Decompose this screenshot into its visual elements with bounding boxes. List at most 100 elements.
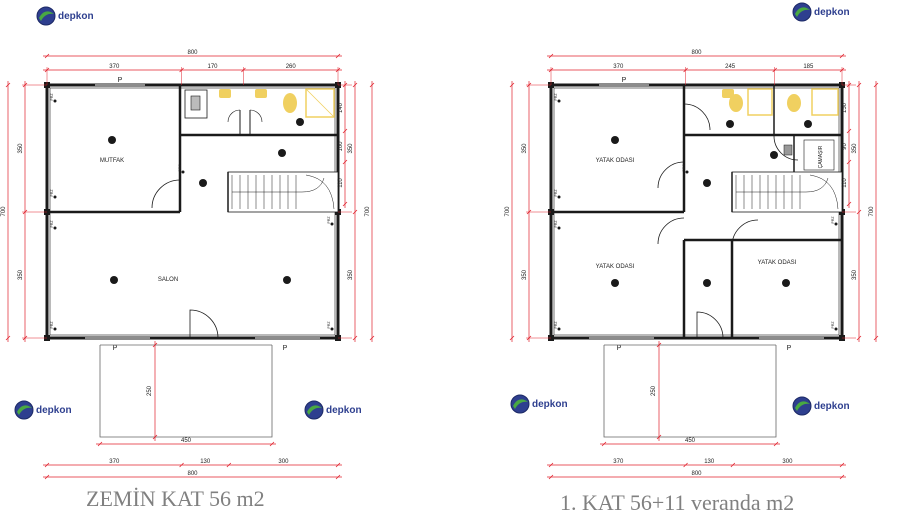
dimension-tick [352, 209, 358, 215]
depkon-globe-icon [304, 400, 324, 420]
ceiling-light [611, 279, 619, 287]
dimension-label: 300 [782, 459, 793, 465]
depkon-logo: depkon [14, 400, 72, 420]
dimension-tick [683, 462, 688, 468]
socket-symbol [53, 327, 57, 331]
first-floor-title: 1. KAT 56+11 veranda m2 [560, 490, 795, 515]
dimension-label: 250 [651, 385, 657, 396]
veranda-outline [603, 345, 777, 438]
depkon-logo-text: depkon [36, 404, 72, 416]
dimension-tick [601, 441, 607, 447]
room-label: ÇAMAŞIR [818, 145, 824, 168]
dimension-tick [509, 335, 515, 341]
depkon-globe-icon [510, 394, 530, 414]
dimension-tick [548, 474, 554, 480]
dimension-tick [97, 441, 103, 447]
dimension-tick [839, 462, 845, 468]
socket-symbol [834, 222, 838, 226]
socket-symbol [53, 99, 57, 103]
socket-label: PRZ [50, 189, 54, 197]
socket-symbol [330, 327, 334, 331]
dimension-label: 450 [181, 438, 192, 444]
dimension-tick [369, 82, 375, 88]
ceiling-light [296, 118, 304, 126]
ceiling-light [199, 179, 207, 187]
dimension-tick [548, 462, 554, 468]
switch-label: P [113, 345, 118, 352]
dimension-label: 800 [187, 50, 198, 56]
dimension-tick [856, 335, 862, 341]
socket-symbol [330, 222, 334, 226]
dimension-label: 110 [338, 178, 344, 188]
dimension-label: 245 [725, 64, 736, 70]
dimension-tick [179, 462, 184, 468]
depkon-logo-text: depkon [532, 398, 568, 410]
socket-label: PRZ [327, 321, 331, 329]
switch-label: P [622, 77, 627, 84]
dimension-label: 370 [613, 64, 624, 70]
dimension-tick [656, 342, 662, 348]
dimension-tick [44, 474, 50, 480]
socket-symbol [53, 226, 57, 230]
dimension-label: 700 [365, 206, 371, 217]
socket-label: PRZ [50, 321, 54, 329]
dimension-label: 130 [704, 459, 715, 465]
dimension-label: 370 [109, 64, 120, 70]
socket-label: PRZ [554, 220, 558, 228]
dimension-tick [839, 474, 845, 480]
sink-fixture [722, 89, 734, 98]
room-label: YATAK ODASI [596, 158, 635, 164]
socket-label: PRZ [554, 189, 558, 197]
depkon-logo-text: depkon [814, 400, 850, 412]
door-swing [657, 161, 685, 189]
depkon-logo: depkon [36, 6, 94, 26]
sink-fixture [219, 89, 231, 98]
depkon-globe-icon [36, 6, 56, 26]
door-swing [249, 109, 263, 123]
dimension-tick [335, 462, 341, 468]
dimension-tick [44, 53, 50, 59]
depkon-logo-text: depkon [814, 6, 850, 18]
depkon-globe-icon [792, 2, 812, 22]
socket-symbol [181, 170, 185, 174]
ceiling-light [108, 136, 116, 144]
dimension-tick [873, 335, 879, 341]
socket-symbol [53, 195, 57, 199]
dimension-tick [342, 201, 348, 207]
ceiling-light [283, 276, 291, 284]
dimension-tick [873, 82, 879, 88]
switch-label: P [617, 345, 622, 352]
dimension-label: 170 [207, 64, 218, 70]
ceiling-light [782, 279, 790, 287]
dimension-label: 700 [1, 206, 7, 217]
shower-fixture-line [305, 88, 335, 118]
ceiling-light [804, 120, 812, 128]
socket-label: PRZ [831, 321, 835, 329]
socket-label: PRZ [50, 220, 54, 228]
dimension-label: 350 [522, 269, 528, 280]
dimension-label: 185 [803, 64, 814, 70]
shower-fixture [811, 88, 839, 116]
dimension-label: 350 [852, 269, 858, 280]
laundry-room [803, 139, 835, 171]
ground-floor-title: ZEMİN KAT 56 m2 [86, 486, 265, 511]
door-swing [773, 135, 799, 161]
ceiling-light [726, 120, 734, 128]
dimension-tick [369, 335, 375, 341]
dimension-label: 150 [842, 102, 848, 113]
dimension-label: 110 [842, 178, 848, 188]
dimension-label: 350 [522, 143, 528, 154]
depkon-globe-icon [792, 396, 812, 416]
dimension-label: 350 [18, 143, 24, 154]
toilet-fixture [787, 94, 801, 112]
stair-winder [809, 174, 839, 210]
dimension-tick [730, 462, 736, 468]
stair-winder [305, 174, 335, 210]
dimension-label: 800 [691, 50, 702, 56]
veranda-outline [99, 345, 273, 438]
toilet-fixture [283, 93, 297, 113]
depkon-globe-icon [14, 400, 34, 420]
dimension-tick [342, 82, 348, 88]
depkon-logo-text: depkon [326, 404, 362, 416]
